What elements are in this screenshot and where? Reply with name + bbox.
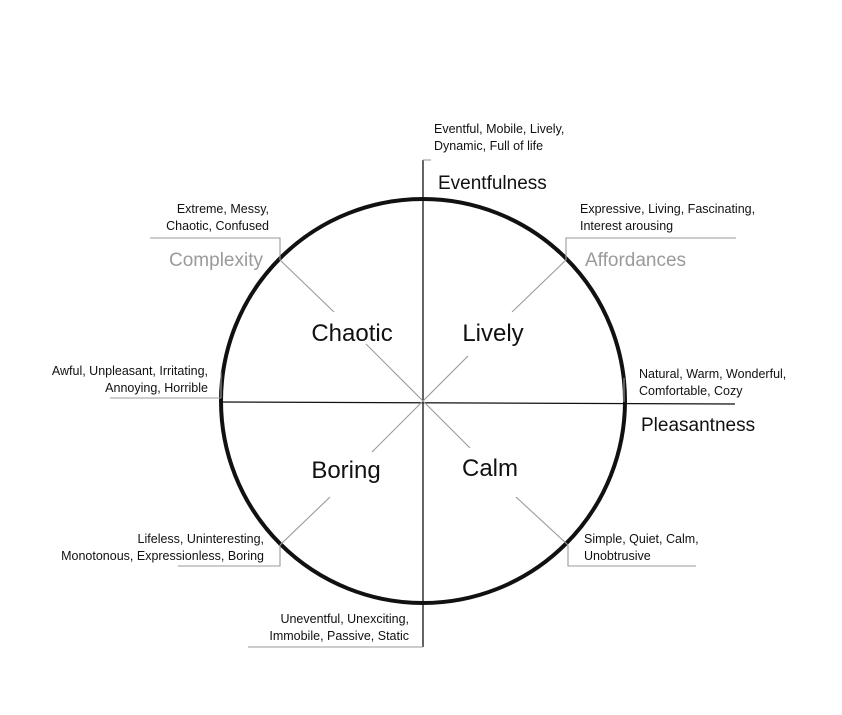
descriptor-top-line-1: Eventful, Mobile, Lively, (434, 122, 564, 136)
descriptor-left-line-1: Awful, Unpleasant, Irritating, (52, 364, 208, 378)
descriptor-top-right-line-1: Expressive, Living, Fascinating, (580, 202, 755, 216)
descriptor-top-left-line-1: Extreme, Messy, (177, 202, 269, 216)
diagonal-outer-bottom-left (279, 496, 331, 546)
descriptor-top-left-line-2: Chaotic, Confused (166, 219, 269, 233)
descriptor-right-line-1: Natural, Warm, Wonderful, (639, 367, 786, 381)
descriptor-top-line-2: Dynamic, Full of life (434, 139, 543, 153)
descriptor-bottom-line-2: Immobile, Passive, Static (269, 629, 409, 643)
diagonal-outer-top-left (279, 259, 335, 313)
descriptor-bottom-right-line-2: Unobtrusive (584, 549, 651, 563)
diagonal-outer-bottom-right (515, 496, 569, 546)
descriptor-right-line-2: Comfortable, Cozy (639, 384, 743, 398)
top-left-descriptor-bracket (150, 237, 281, 260)
descriptor-left-line-2: Annoying, Horrible (105, 381, 208, 395)
descriptor-bottom-left-line-1: Lifeless, Uninteresting, (138, 532, 264, 546)
descriptor-bottom-left-line-2: Monotonous, Expressionless, Boring (61, 549, 264, 563)
diagonal-outer-top-right (511, 259, 567, 313)
axis-label-affordances: Affordances (585, 250, 686, 271)
axis-label-complexity: Complexity (169, 250, 263, 271)
quadrant-label-chaotic: Chaotic (311, 320, 392, 347)
descriptor-bottom-line-1: Uneventful, Unexciting, (280, 612, 409, 626)
bottom-right-descriptor-bracket (567, 545, 696, 567)
diagonal-inner-bottom-right (422, 400, 471, 449)
descriptor-top-right-line-2: Interest arousing (580, 219, 673, 233)
bottom-left-descriptor-bracket (178, 545, 281, 567)
diagonal-inner-top-right (422, 355, 469, 402)
axis-label-eventfulness: Eventfulness (438, 173, 547, 194)
axis-label-pleasantness: Pleasantness (641, 415, 755, 436)
horizontal-axis-line (220, 401, 736, 405)
descriptor-bottom-right-line-1: Simple, Quiet, Calm, (584, 532, 699, 546)
top-right-descriptor-bracket (565, 237, 736, 260)
diagonal-inner-bottom-left (371, 400, 424, 453)
quadrant-label-boring: Boring (311, 457, 380, 484)
quadrant-label-lively: Lively (462, 320, 523, 347)
quadrant-label-calm: Calm (462, 455, 518, 482)
diagonal-inner-top-left (365, 343, 424, 402)
